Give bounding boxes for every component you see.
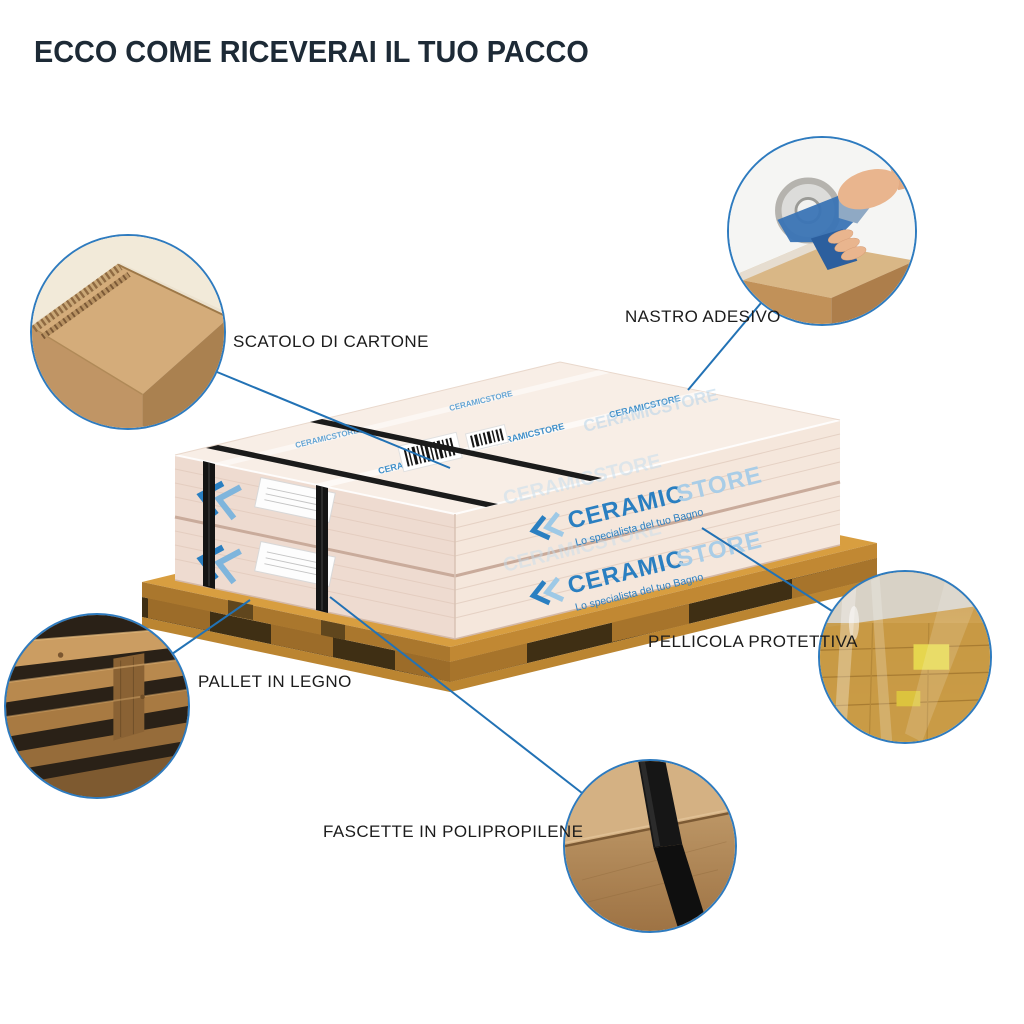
pallet-photo [6, 615, 188, 797]
callout-label-pellicola: PELLICOLA PROTETTIVA [648, 632, 858, 651]
end-face-markings [196, 476, 336, 588]
shipping-label [254, 476, 336, 524]
connector-lines [171, 302, 833, 794]
strap-photo [565, 761, 735, 931]
pallet-deck-left-edge [142, 582, 450, 662]
callout-circle-scatolo [30, 234, 226, 430]
carton-stack: CERAMICSTORE CERAMICSTORE CERAMICSTORE C… [174, 361, 841, 640]
connector-fascette [329, 596, 583, 794]
chevron-icon [542, 576, 565, 602]
page-title: ECCO COME RICEVERAI IL TUO PACCO [34, 34, 589, 69]
callout-circle-pallet [4, 613, 190, 799]
cardboard-photo [32, 236, 224, 428]
carton-divider-end [174, 515, 456, 578]
shipping-label [254, 540, 336, 588]
connector-scatolo [216, 371, 451, 469]
tape-dispenser-photo [729, 138, 915, 324]
polypropylene-straps [203, 419, 602, 613]
chevron-icon [529, 515, 551, 541]
callout-circle-fascette [563, 759, 737, 933]
carton-divider-front [454, 480, 841, 578]
callout-label-fascette: FASCETTE IN POLIPROPILENE [323, 822, 584, 841]
chevron-icon [529, 580, 551, 606]
callout-label-scatolo: SCATOLO DI CARTONE [233, 332, 429, 351]
callout-label-nastro: NASTRO ADESIVO [625, 307, 781, 326]
callout-circle-nastro [727, 136, 917, 326]
connector-pallet [171, 599, 251, 655]
callout-circle-pellicola [818, 570, 992, 744]
connector-nastro [687, 302, 762, 391]
callout-label-pallet: PALLET IN LEGNO [198, 672, 352, 691]
connector-pellicola [701, 527, 833, 612]
chevron-icon [542, 511, 565, 537]
protective-film-photo [820, 572, 990, 742]
